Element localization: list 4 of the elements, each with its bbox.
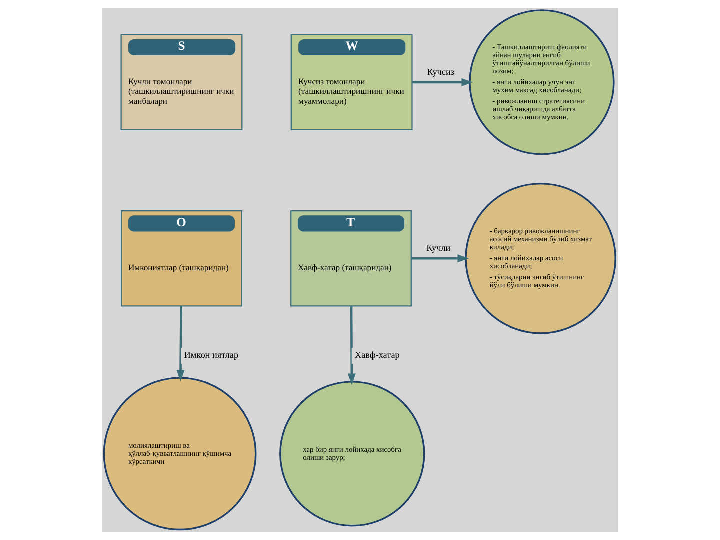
edge-label: Хавф-хатар: [354, 350, 400, 360]
edge-label: Имкон иятлар: [184, 350, 239, 360]
edge-label: Кучли: [426, 243, 451, 254]
edge-label: Кучсиз: [427, 66, 454, 77]
